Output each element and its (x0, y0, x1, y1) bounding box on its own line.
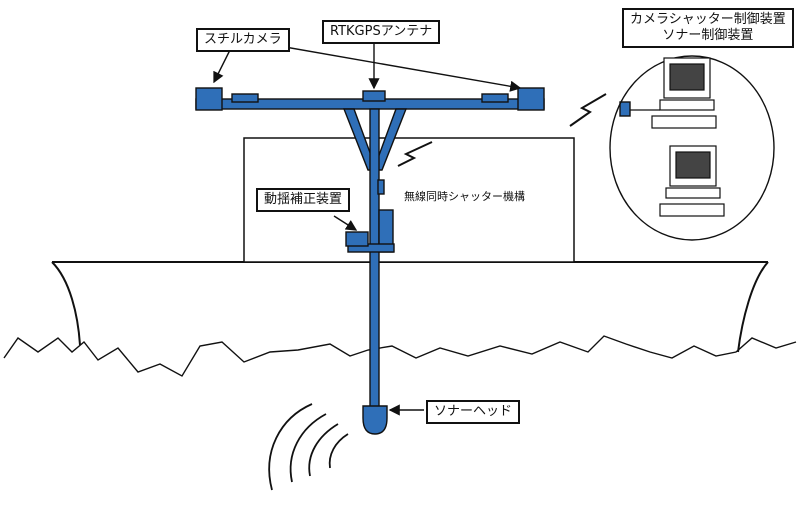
wireless-bolt-cabin (397, 141, 433, 167)
controller-label-line2: ソナー制御装置 (662, 28, 754, 43)
motion-compensator-unit (345, 231, 369, 247)
left-camera-body (231, 93, 259, 103)
remote-transmitter (619, 101, 631, 117)
still-camera-label: スチルカメラ (196, 28, 290, 52)
survey-rig (195, 87, 631, 435)
controller-label-line1: カメラシャッター制御装置 (630, 12, 786, 27)
right-camera-mount (517, 87, 545, 111)
sonar-waves (268, 403, 349, 491)
side-arm-brace (347, 243, 395, 253)
motion-compensator-label: 動揺補正装置 (256, 188, 351, 212)
controller-label: カメラシャッター制御装置 ソナー制御装置 (622, 8, 794, 48)
wireless-bolt-remote (569, 93, 607, 127)
gps-antenna-unit (362, 90, 386, 102)
main-pole (369, 108, 380, 412)
sonar-head-unit (362, 405, 388, 435)
computer-top (630, 57, 717, 129)
transmitter (377, 179, 385, 195)
right-camera-body (481, 93, 509, 103)
wireless-shutter-label: 無線同時シャッター機構 (404, 190, 525, 203)
sonar-head-label: ソナーヘッド (426, 400, 521, 424)
callout-arrows (213, 40, 522, 416)
rtk-gps-antenna-label: RTKGPSアンテナ (322, 20, 441, 44)
wireless-signals (397, 93, 607, 167)
seabed-line (3, 335, 797, 377)
controller-circle (609, 55, 775, 241)
ship-hull (51, 261, 769, 353)
computer-bottom (659, 145, 725, 217)
left-camera-mount (195, 87, 223, 111)
